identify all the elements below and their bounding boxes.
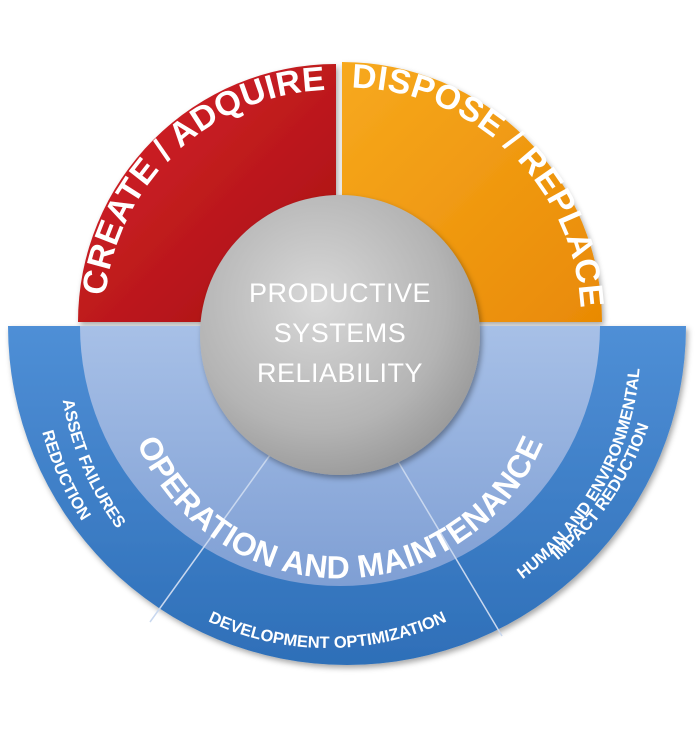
- center-circle: [200, 195, 480, 475]
- center-line-systems: SYSTEMS: [274, 318, 407, 348]
- outer-divider-right: [395, 457, 503, 637]
- center-line-productive: PRODUCTIVE: [249, 278, 431, 308]
- outer-divider-left: [149, 429, 289, 623]
- center-line-reliability: RELIABILITY: [257, 358, 423, 388]
